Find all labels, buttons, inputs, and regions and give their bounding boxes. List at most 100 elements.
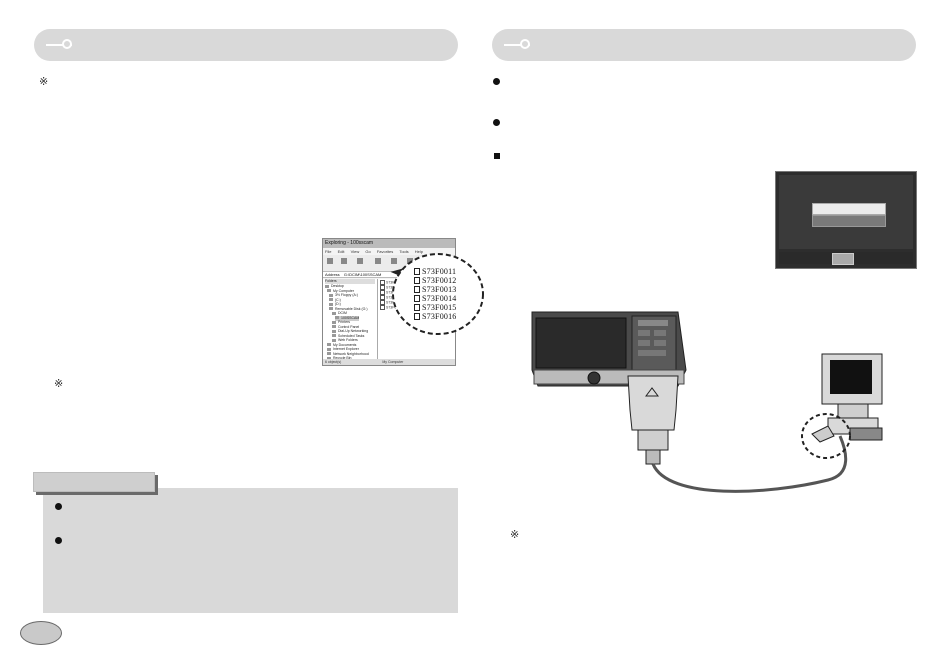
bullet-icon [493, 119, 500, 126]
tree-item: Control Panel [332, 325, 359, 330]
explorer-folder-tree: Folders Desktop My Computer 3½ Floppy (A… [323, 279, 378, 360]
note-symbol: ※ [54, 378, 64, 390]
tree-item: Desktop [325, 284, 344, 289]
explorer-menu-item: Go [365, 249, 371, 254]
zoom-file-item: S73F0014 [414, 295, 457, 303]
zoom-file-item: S73F0013 [414, 286, 457, 294]
network-icon [327, 352, 331, 356]
tree-item: Removable Disk (G:) [329, 307, 367, 312]
square-bullet-icon [494, 153, 500, 159]
image-file-icon [414, 313, 420, 320]
left-page-header-bar [34, 29, 458, 61]
explorer-menu-item: View [350, 249, 360, 254]
camera-menu-option-selected [812, 203, 886, 215]
computer-icon [327, 289, 331, 293]
image-file-icon [380, 280, 385, 285]
control-panel-icon [332, 325, 336, 329]
explorer-menu-item: Tools [399, 249, 409, 254]
image-file-icon [380, 285, 385, 290]
recycle-bin-icon [327, 356, 331, 360]
tree-item: Printers [332, 320, 350, 325]
image-file-icon [380, 295, 385, 300]
image-file-icon [414, 277, 420, 284]
explorer-title: Exploring - 100sscam [323, 239, 455, 248]
zoom-file-item: S73F0011 [414, 268, 456, 276]
status-right: My Computer [382, 360, 404, 364]
back-icon [327, 258, 333, 264]
note-bullet-icon [55, 503, 62, 510]
up-icon [357, 258, 363, 264]
note-symbol: ※ [39, 76, 49, 88]
computer-icon [821, 353, 883, 441]
cut-icon [375, 258, 381, 264]
tree-item: My Documents [327, 343, 356, 348]
drive-icon [329, 307, 333, 311]
header-dot-icon [62, 39, 72, 49]
copy-icon [391, 258, 397, 264]
right-page-header-bar [492, 29, 916, 61]
tree-item-selected: 100SSCAM [335, 315, 360, 321]
zoom-file-item: S73F0012 [414, 277, 457, 285]
address-label: Address [325, 272, 340, 277]
camera-usb-connection-illustration [531, 311, 883, 493]
zoom-file-item: S73F0015 [414, 304, 457, 312]
camera-menu-area [779, 175, 913, 249]
usb-port-callout [801, 413, 851, 459]
usb-plug-icon [627, 375, 679, 465]
zoom-file-item: S73F0016 [414, 313, 457, 321]
tree-header: Folders [325, 279, 375, 284]
note-bullet-icon [55, 537, 62, 544]
printer-icon [332, 320, 336, 324]
explorer-menu-item: Edit [337, 249, 345, 254]
image-file-icon [380, 300, 385, 305]
status-left: 6 object(s) [325, 360, 342, 364]
note-symbol: ※ [510, 529, 520, 541]
network-icon [332, 329, 336, 333]
image-file-icon [414, 304, 420, 311]
usb-connector-icon [811, 425, 835, 443]
drive-icon [329, 293, 333, 297]
drive-icon [329, 302, 333, 306]
camera-lcd-bottom-bar [779, 252, 913, 265]
usb-cable-line [651, 435, 848, 493]
camera-lcd-screen [775, 171, 917, 269]
tree-item: Internet Explorer [327, 347, 359, 352]
explorer-address-bar: Address G:\DCIM\100SSCAM [323, 272, 455, 278]
explorer-menu-item: Favorites [376, 249, 394, 254]
explorer-menu: File Edit View Go Favorites Tools Help [323, 248, 455, 255]
tasks-icon [332, 334, 336, 338]
header-dot-icon [520, 39, 530, 49]
tree-item: Dial-Up Networking [332, 329, 368, 334]
ie-icon [327, 347, 331, 351]
camera-ok-button-icon [832, 253, 854, 265]
camera-icon [531, 311, 687, 387]
paste-icon [407, 258, 413, 264]
forward-icon [341, 258, 347, 264]
note-panel [43, 488, 458, 613]
folder-icon [325, 284, 329, 288]
explorer-status-bar: 6 object(s) My Computer [323, 359, 455, 365]
tree-item: My Computer [327, 289, 354, 294]
page-number-oval [20, 621, 62, 645]
address-value: G:\DCIM\100SSCAM [343, 272, 382, 277]
note-tab [33, 472, 155, 492]
folder-icon [332, 338, 336, 342]
folder-icon [335, 316, 339, 320]
image-file-icon [380, 290, 385, 295]
tree-item: DCIM [332, 311, 347, 316]
tree-item: 3½ Floppy (A:) [329, 293, 358, 298]
tree-item: Web Folders [332, 338, 358, 343]
image-file-icon [414, 286, 420, 293]
tree-item: Network Neighborhood [327, 352, 369, 357]
camera-menu-option [812, 215, 886, 227]
folder-icon [327, 343, 331, 347]
explorer-menu-item: File [325, 249, 332, 254]
tree-item: (C:) [329, 298, 341, 303]
file-item: S73F0016 [380, 305, 402, 310]
image-file-icon [414, 295, 420, 302]
header-line-decoration [504, 44, 530, 46]
tree-item: Scheduled Tasks [332, 334, 364, 339]
explorer-menu-item: Help [414, 249, 424, 254]
header-line-decoration [46, 44, 72, 46]
bullet-icon [493, 78, 500, 85]
